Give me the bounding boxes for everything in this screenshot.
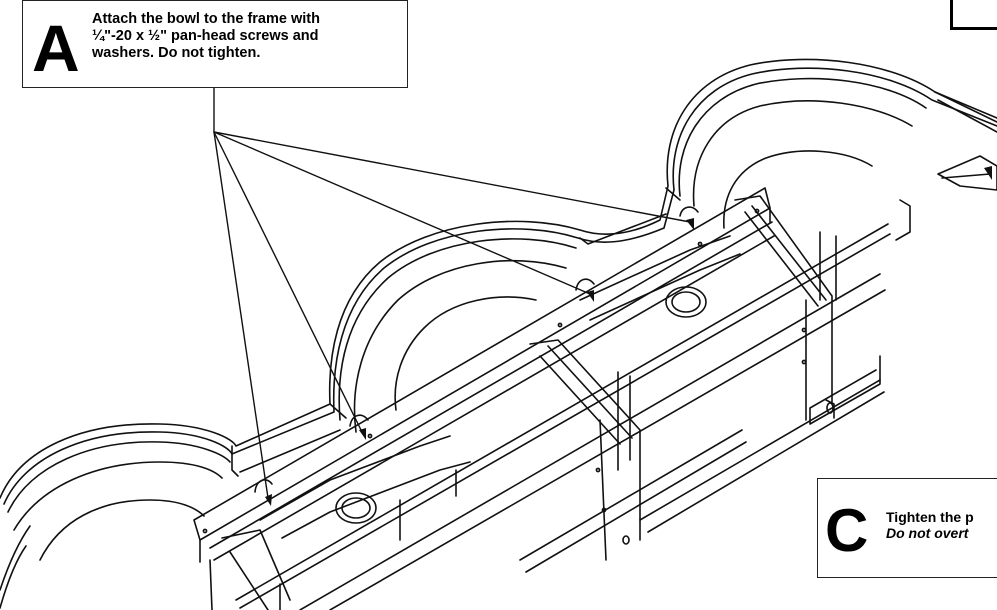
callout-a: A Attach the bowl to the frame with ¼"-2…	[22, 0, 408, 88]
frame	[193, 155, 997, 610]
bowl-outline	[0, 58, 997, 609]
callout-a-line-1: Attach the bowl to the frame with	[92, 11, 320, 27]
callout-a-text: Attach the bowl to the frame with ¼"-20 …	[92, 11, 320, 62]
callout-c-letter: C	[825, 497, 869, 564]
callout-a-leaders	[213, 87, 691, 499]
callout-c-line-1: Tighten the p	[886, 509, 974, 525]
callout-c-text: Tighten the p Do not overt	[886, 509, 974, 541]
callout-c-line-2: Do not overt	[886, 525, 969, 541]
callout-a-line-2: ¼"-20 x ½" pan-head screws and	[92, 28, 319, 44]
screw-markers	[265, 166, 992, 506]
adjacent-callout-frame	[950, 0, 997, 30]
callout-a-letter: A	[32, 11, 80, 85]
callout-c: C Tighten the p Do not overt	[817, 478, 997, 578]
callout-a-line-3: washers. Do not tighten.	[92, 45, 261, 61]
